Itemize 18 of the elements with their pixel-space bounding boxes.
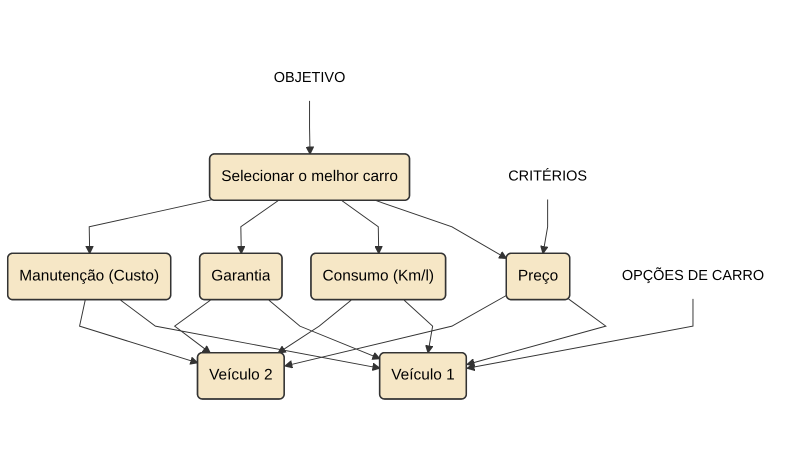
arrow (376, 200, 508, 259)
arrow (174, 300, 211, 354)
arrow (120, 300, 381, 371)
node-text: CRITÉRIOS (508, 168, 588, 185)
arrow (284, 294, 508, 368)
arrow (268, 300, 381, 360)
arrow (466, 298, 607, 367)
node-text: OBJETIVO (274, 70, 346, 86)
arrow (466, 298, 694, 372)
arrow (79, 300, 198, 365)
node-text: OPÇÕES DE CARRO (622, 268, 764, 284)
arrow (277, 300, 352, 354)
arrow (85, 199, 212, 254)
arrow (236, 200, 278, 254)
arrow (404, 300, 434, 354)
arrow (342, 200, 383, 254)
arrow (540, 199, 548, 254)
arrow (306, 100, 314, 155)
